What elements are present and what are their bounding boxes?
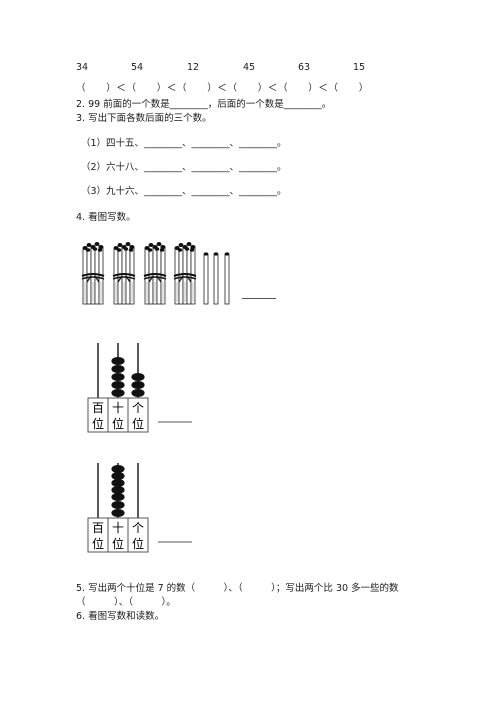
q1-number-1: 34	[76, 62, 89, 73]
abacus-2-label-tens-1: 十	[112, 521, 124, 535]
q3-title: 3. 写出下面各数后面的三个数。	[76, 113, 212, 124]
abacus-2-label-ones-2: 位	[132, 536, 144, 551]
abacus-2-label-tens-2: 位	[112, 536, 124, 551]
abacus-1-label-ones-2: 位	[132, 416, 144, 431]
stick-bundle-3	[143, 241, 167, 305]
abacus-2: 百 位 十 位 个 位	[87, 463, 192, 553]
q5-line-1: 5. 写出两个十位是 7 的数（ ）、（ ）；写出两个比 30 多一些的数	[76, 583, 399, 594]
abacus-1-label-tens-2: 位	[112, 416, 124, 431]
abacus-1-label-hundreds-1: 百	[92, 401, 104, 415]
stick-bundle-1	[81, 241, 105, 305]
q6-title: 6. 看图写数和读数。	[76, 611, 165, 622]
q4-title: 4. 看图写数。	[76, 212, 136, 223]
single-stick-1	[203, 251, 209, 305]
abacus-2-label-hundreds-2: 位	[92, 536, 104, 551]
q3-item-2: （2）六十八、________、________、________。	[81, 162, 287, 173]
abacus-2-label-hundreds-1: 百	[92, 521, 104, 535]
q1-number-3: 12	[187, 62, 200, 73]
q5-line-2: （ ）、（ ）。	[76, 597, 176, 608]
stick-bundle-2	[112, 241, 136, 305]
q1-number-2: 54	[131, 62, 144, 73]
single-stick-2	[213, 251, 219, 305]
abacus-1-label-tens-1: 十	[112, 401, 124, 415]
q2-text: 2. 99 前面的一个数是________，后面的一个数是________。	[76, 99, 332, 110]
stick-bundle-4	[173, 241, 197, 305]
single-stick-3	[224, 251, 230, 305]
q1-number-5: 63	[298, 62, 311, 73]
q1-compare-row: （ ）＜（ ）＜（ ）＜（ ）＜（ ）＜（ ）	[76, 83, 369, 94]
abacus-1-label-ones-1: 个	[132, 401, 144, 415]
abacus-1-label-hundreds-2: 位	[92, 416, 104, 431]
q4-answer-blank-1	[242, 298, 276, 299]
q3-item-1: （1）四十五、________、________、________。	[81, 138, 287, 149]
q1-number-4: 45	[243, 62, 256, 73]
abacus-1: 百 位 十 位 个 位	[87, 343, 192, 433]
q3-item-3: （3）九十六、________、________、________。	[81, 186, 287, 197]
abacus-2-label-ones-1: 个	[132, 521, 144, 535]
q1-number-6: 15	[353, 62, 366, 73]
stick-bundles-figure	[81, 241, 230, 305]
